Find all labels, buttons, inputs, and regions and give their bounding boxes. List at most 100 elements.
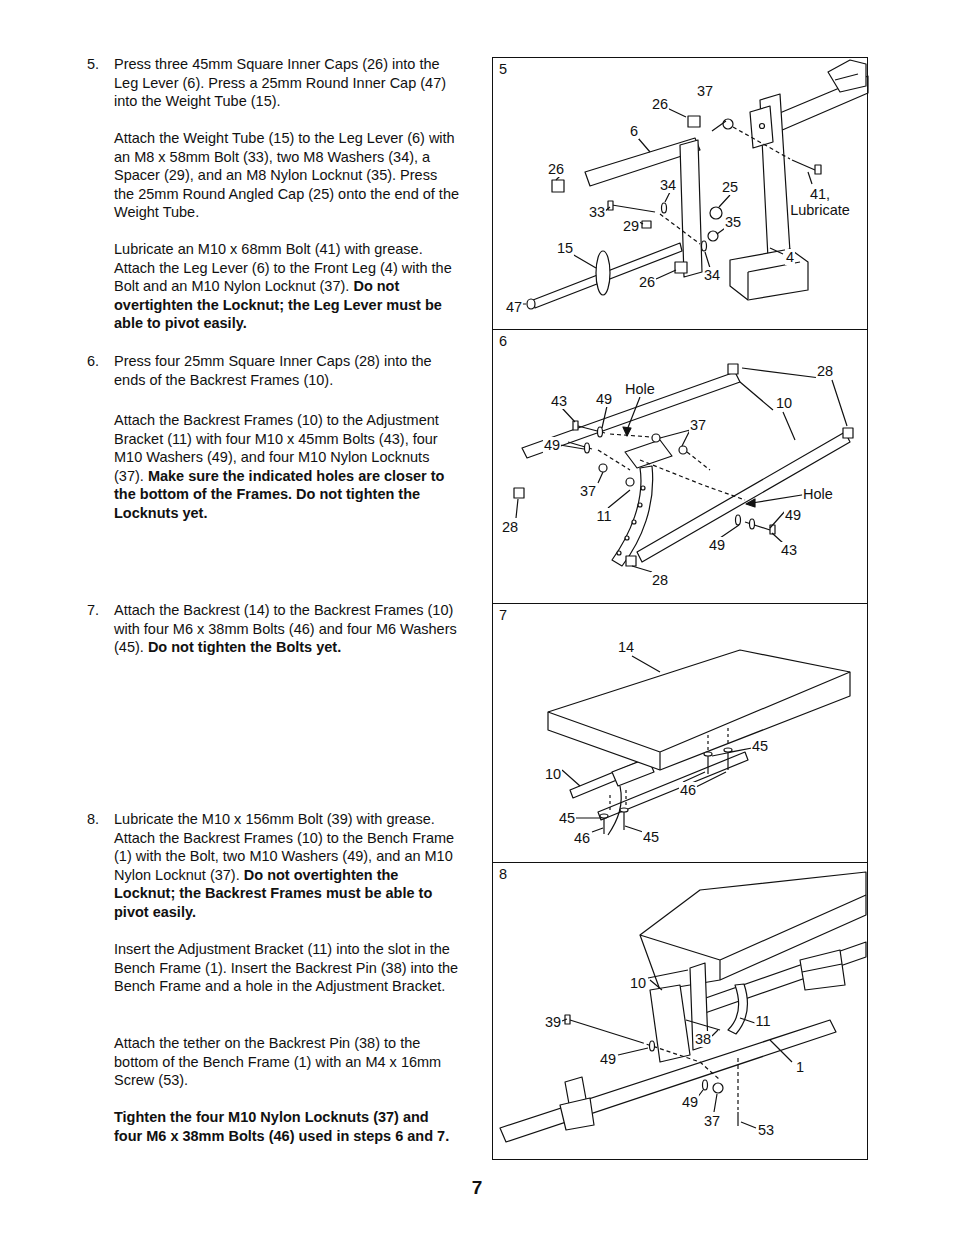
line-art xyxy=(746,499,755,507)
callout-number: 46 xyxy=(679,782,697,798)
step8-art xyxy=(500,872,866,1142)
callout-number: 46 xyxy=(573,830,591,846)
callout-number: 45 xyxy=(642,829,660,845)
callout-number: 49 xyxy=(595,391,613,407)
warning-text: Tighten the four M10 Nylon Locknuts (37)… xyxy=(114,1109,449,1144)
line-art xyxy=(737,1058,738,1110)
line-art xyxy=(686,1020,720,1030)
callout-number: 49 xyxy=(681,1094,699,1110)
line-art xyxy=(662,203,667,213)
line-art xyxy=(516,368,847,572)
callout-number: 26 xyxy=(547,161,565,177)
callout-number: 11 xyxy=(754,1013,771,1029)
callout-number: 39 xyxy=(544,1014,562,1030)
line-art xyxy=(552,180,564,192)
line-art xyxy=(623,812,624,830)
line-art xyxy=(737,1112,738,1126)
line-art xyxy=(730,249,808,300)
callout-number: 43 xyxy=(550,393,568,409)
line-art xyxy=(707,756,708,774)
line-art xyxy=(612,466,653,566)
line-art xyxy=(640,1042,720,1080)
line-art xyxy=(675,262,687,273)
line-art xyxy=(562,656,752,832)
line-art xyxy=(680,140,702,277)
line-art xyxy=(843,428,853,438)
callout-number: 4 xyxy=(785,249,795,265)
step-panel: 6 xyxy=(492,329,868,604)
line-art xyxy=(548,672,850,770)
callout-number: 49 xyxy=(708,537,726,553)
callout-number: 53 xyxy=(757,1122,775,1138)
step-number: 6. xyxy=(87,352,99,371)
line-art xyxy=(828,60,866,92)
instruction-paragraph: Attach the tether on the Backrest Pin (3… xyxy=(114,1034,460,1090)
step7-art xyxy=(548,650,850,835)
callout-number: 1 xyxy=(795,1059,805,1075)
callout-number: 28 xyxy=(501,519,519,535)
callout-number: 34 xyxy=(703,267,721,283)
line-art xyxy=(600,814,608,818)
panel-step-number: 8 xyxy=(499,866,507,882)
callout-number: 10 xyxy=(544,766,562,782)
line-art xyxy=(733,127,790,159)
callout-number: 37 xyxy=(579,483,597,499)
instruction-text: Insert the Adjustment Bracket (11) into … xyxy=(114,941,458,994)
callout-number: 43 xyxy=(780,542,798,558)
instruction-paragraph: Attach the Weight Tube (15) to the Leg L… xyxy=(114,129,460,222)
line-art xyxy=(598,434,745,500)
line-art xyxy=(573,421,578,430)
callout-number: 38 xyxy=(694,1031,712,1047)
step-number: 8. xyxy=(87,810,99,829)
instruction-paragraph: Lubricate an M10 x 68mm Bolt (41) with g… xyxy=(114,240,460,333)
line-art xyxy=(660,214,700,244)
page-number: 7 xyxy=(472,1177,483,1199)
callout-number: 10 xyxy=(775,395,793,411)
line-art xyxy=(620,808,628,812)
line-art xyxy=(548,650,850,770)
line-art xyxy=(610,728,728,812)
line-art xyxy=(514,488,524,498)
callout-number: 11 xyxy=(595,508,612,524)
part-note: Lubricate xyxy=(789,202,851,218)
step-number: 7. xyxy=(87,601,99,620)
line-art xyxy=(598,427,603,437)
line-art xyxy=(800,950,845,990)
line-art xyxy=(760,124,765,129)
line-art xyxy=(702,241,707,251)
instruction-text: Attach the Weight Tube (15) to the Leg L… xyxy=(114,130,459,220)
callout-number: 26 xyxy=(651,96,669,112)
part-note: Hole xyxy=(624,381,656,397)
line-art xyxy=(703,1080,708,1090)
line-art xyxy=(727,752,728,770)
step-number: 5. xyxy=(87,55,99,74)
line-art xyxy=(728,364,738,374)
instruction-text: Press four 25mm Square Inner Caps (28) i… xyxy=(114,353,432,388)
panel-step-number: 6 xyxy=(499,333,507,349)
callout-number: 29 xyxy=(622,218,640,234)
instruction-paragraph: 6.Press four 25mm Square Inner Caps (28)… xyxy=(114,352,460,389)
callout-number: 49 xyxy=(784,507,802,523)
line-art xyxy=(736,515,741,525)
line-art xyxy=(641,486,645,490)
line-art xyxy=(750,519,755,529)
callout-number: 25 xyxy=(721,179,739,195)
callout-number: 6 xyxy=(629,123,639,139)
part-note: Hole xyxy=(802,486,834,502)
line-art xyxy=(617,551,621,555)
line-art xyxy=(723,119,733,129)
line-art xyxy=(560,1098,594,1130)
step-panel: 8 xyxy=(492,862,868,1160)
line-art xyxy=(626,556,636,566)
instruction-paragraph: Insert the Adjustment Bracket (11) into … xyxy=(114,940,460,996)
callout-number: 15 xyxy=(556,240,574,256)
line-art xyxy=(688,116,700,127)
line-art xyxy=(632,520,636,524)
line-art xyxy=(612,205,655,212)
line-art xyxy=(802,964,842,972)
step-panel: 7 xyxy=(492,603,868,863)
instruction-paragraph: 5.Press three 45mm Square Inner Caps (26… xyxy=(114,55,460,111)
instruction-text: Attach the tether on the Backrest Pin (3… xyxy=(114,1035,441,1088)
callout-number: 33 xyxy=(588,204,606,220)
step5-art xyxy=(522,60,868,309)
